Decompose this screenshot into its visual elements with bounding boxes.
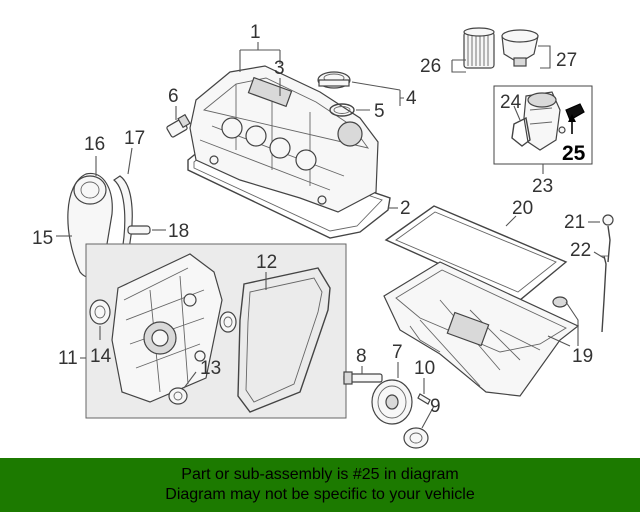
callout-14: 14 bbox=[90, 346, 112, 367]
oil-filter-housing bbox=[523, 91, 561, 151]
valve-cover bbox=[189, 65, 379, 213]
camshaft-sensor bbox=[166, 113, 191, 138]
parts-diagram: 1 2 3 4 5 6 7 8 9 10 11 12 13 14 15 16 1… bbox=[32, 22, 614, 449]
oil-filter-element bbox=[463, 27, 495, 69]
tensioner-bolt bbox=[127, 225, 151, 235]
callout-6: 6 bbox=[168, 86, 179, 107]
callout-3: 3 bbox=[274, 58, 285, 79]
notice-banner: Part or sub-assembly is #25 in diagram D… bbox=[0, 458, 640, 512]
oil-filler-cap bbox=[317, 71, 351, 89]
leader-13 bbox=[183, 371, 197, 389]
callout-10: 10 bbox=[414, 358, 435, 379]
callout-25-highlighted: 25 bbox=[562, 142, 586, 165]
leader-24 bbox=[513, 105, 521, 121]
crankshaft-pulley bbox=[371, 379, 413, 425]
banner-line-part: Part or sub-assembly is #25 in diagram bbox=[181, 466, 459, 483]
callout-12: 12 bbox=[256, 252, 277, 273]
timing-cover-gasket bbox=[237, 267, 331, 413]
callout-21: 21 bbox=[564, 212, 585, 233]
oil-filter-cap bbox=[501, 29, 539, 67]
callout-11: 11 bbox=[58, 348, 78, 369]
callout-18: 18 bbox=[168, 221, 189, 242]
callout-7: 7 bbox=[392, 342, 403, 363]
callout-2: 2 bbox=[400, 198, 411, 219]
crank-seal-small bbox=[89, 299, 111, 325]
callout-22: 22 bbox=[570, 240, 591, 261]
leader-1 bbox=[239, 42, 281, 72]
callout-15: 15 bbox=[32, 228, 53, 249]
pulley-bolt bbox=[343, 371, 383, 385]
crank-seal-front bbox=[403, 427, 429, 449]
cover-seal-ring bbox=[219, 311, 237, 333]
callout-5: 5 bbox=[374, 101, 385, 122]
dipstick bbox=[602, 214, 614, 263]
filler-cap-seal bbox=[329, 103, 355, 117]
housing-gasket bbox=[511, 116, 531, 147]
woodruff-key bbox=[417, 393, 431, 405]
leader-20 bbox=[505, 215, 517, 227]
timing-cover bbox=[111, 253, 223, 403]
dipstick-tube bbox=[600, 255, 608, 333]
callout-20: 20 bbox=[512, 198, 533, 219]
callout-13: 13 bbox=[200, 358, 221, 379]
callout-1: 1 bbox=[250, 22, 261, 43]
callout-26: 26 bbox=[420, 56, 441, 77]
oil-pan bbox=[383, 261, 580, 397]
leader-22 bbox=[593, 251, 605, 259]
callout-24: 24 bbox=[500, 92, 522, 113]
drain-plug bbox=[552, 296, 568, 308]
callout-23: 23 bbox=[532, 176, 553, 197]
callout-9: 9 bbox=[430, 396, 441, 417]
leader-26 bbox=[451, 59, 466, 73]
callout-16: 16 bbox=[84, 134, 105, 155]
oil-pressure-sensor bbox=[565, 103, 585, 134]
callout-27: 27 bbox=[556, 50, 577, 71]
callout-8: 8 bbox=[356, 346, 367, 367]
banner-line-disclaimer: Diagram may not be specific to your vehi… bbox=[165, 486, 475, 503]
callout-4: 4 bbox=[406, 88, 417, 109]
callout-17: 17 bbox=[124, 128, 145, 149]
leader-27 bbox=[538, 45, 551, 69]
callout-19: 19 bbox=[572, 346, 593, 367]
leader-19 bbox=[547, 301, 579, 347]
leader-17 bbox=[127, 147, 133, 175]
front-crank-seal bbox=[168, 387, 188, 405]
leader-9 bbox=[421, 405, 435, 429]
leader-4 bbox=[351, 81, 404, 111]
